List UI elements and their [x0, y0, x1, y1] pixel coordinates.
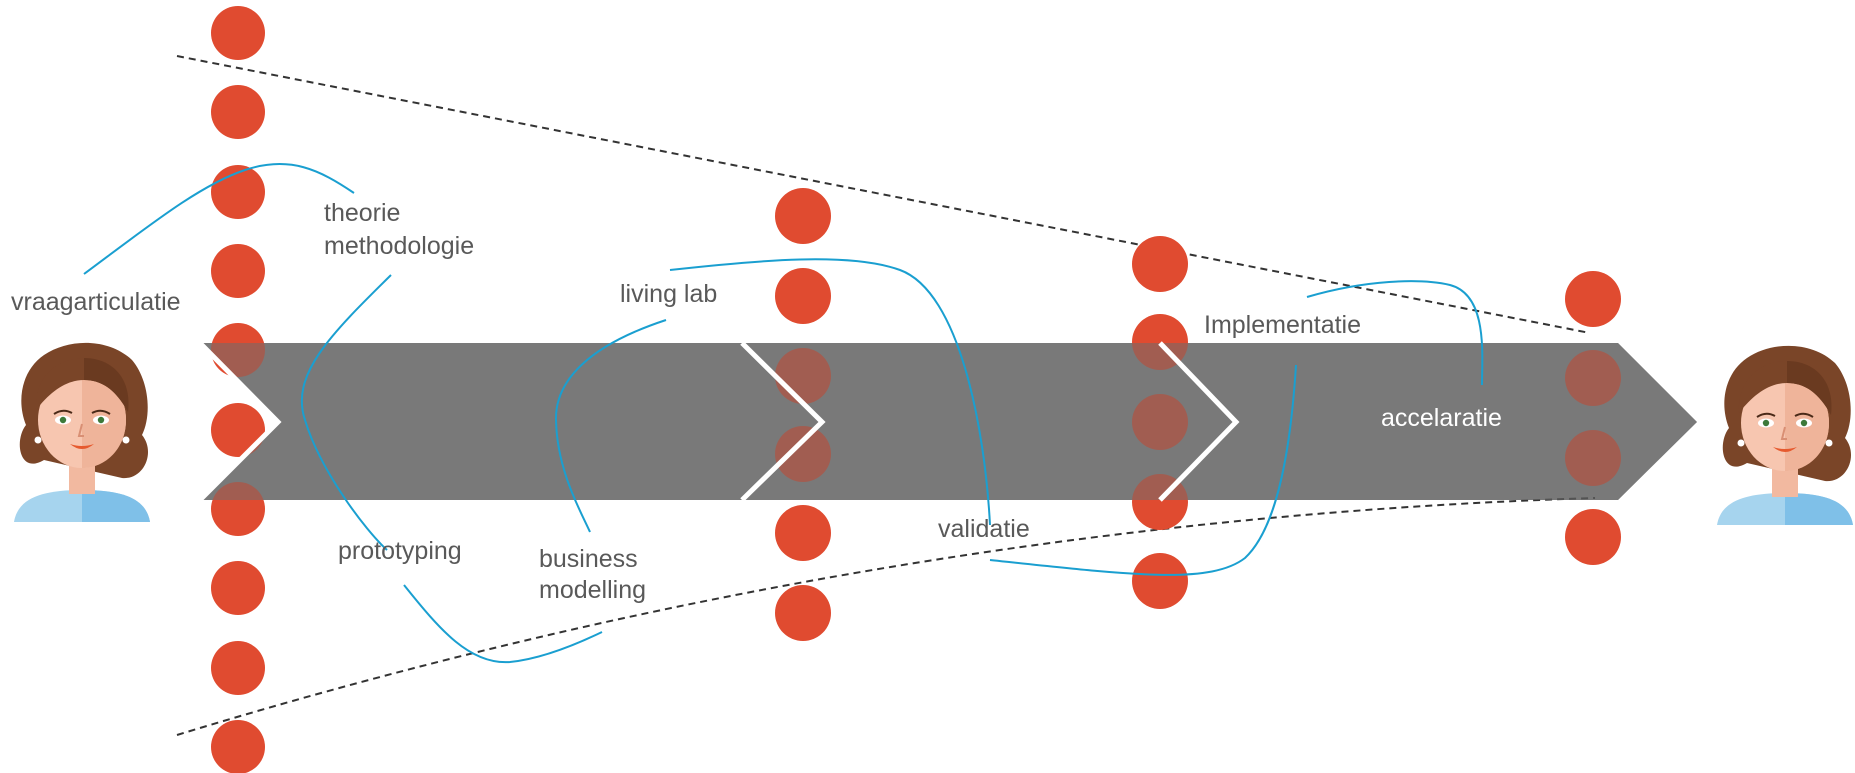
arrow-overlay	[200, 343, 1697, 500]
label-living-lab: living lab	[620, 280, 717, 308]
funnel-bottom-line	[176, 497, 1596, 736]
label-theorie: theorie	[324, 199, 400, 227]
stage-separators	[198, 341, 1240, 502]
funnel-top-line	[176, 55, 1591, 334]
label-validatie: validatie	[938, 515, 1030, 543]
label-modelling: modelling	[539, 576, 646, 604]
label-implementatie: Implementatie	[1204, 311, 1361, 339]
person-left-avatar-icon	[13, 341, 151, 523]
label-methodologie: methodologie	[324, 232, 474, 260]
connector-curves	[83, 163, 1484, 664]
label-vraagarticulatie: vraagarticulatie	[11, 288, 181, 316]
label-business: business	[539, 545, 638, 573]
label-prototyping: prototyping	[338, 537, 462, 565]
person-right-avatar-icon	[1716, 344, 1854, 526]
label-accelaratie: accelaratie	[1381, 404, 1502, 432]
